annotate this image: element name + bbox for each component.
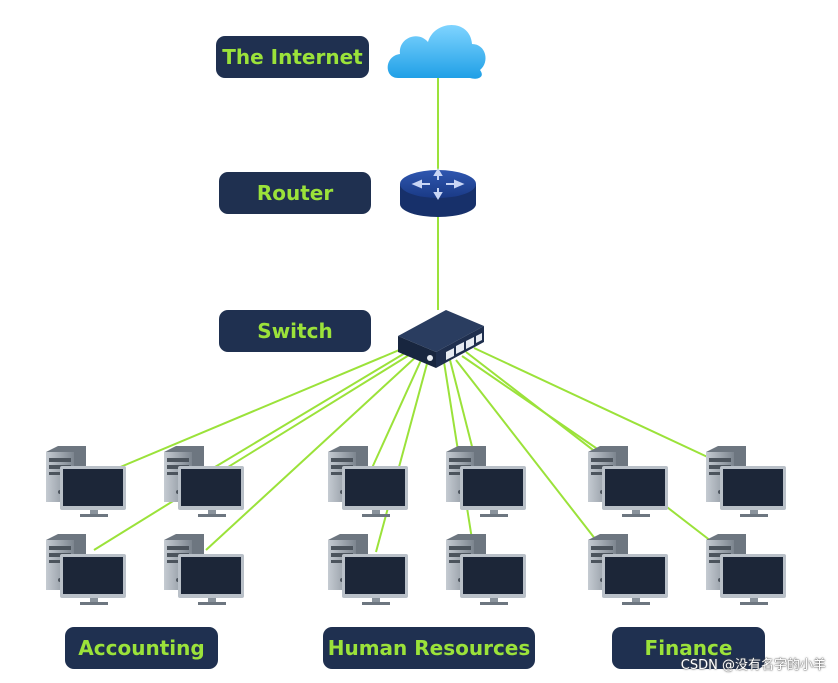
desktop-computer-icon: [588, 534, 668, 605]
link-switch-pc2: [209, 349, 411, 471]
desktop-computer-icon: [588, 446, 668, 517]
department-label-accounting: Accounting: [65, 627, 218, 669]
desktop-computer-icon: [446, 446, 526, 517]
watermark: CSDN @没有名字的小羊: [680, 658, 826, 673]
desktop-computer-icon: [328, 446, 408, 517]
cloud-icon: [387, 25, 486, 79]
link-switch-pc4: [205, 354, 419, 551]
switch-icon: [398, 310, 484, 368]
desktop-computer-icon: [328, 534, 408, 605]
desktop-computer-icon: [46, 446, 126, 517]
desktop-computer-icon: [706, 446, 786, 517]
internet-label: The Internet: [216, 36, 369, 78]
router-label: Router: [219, 172, 371, 214]
desktop-computer-icon: [706, 534, 786, 605]
link-switch-pc3: [93, 351, 415, 551]
link-switch-pc11: [473, 347, 715, 461]
department-label-finance: Finance: [612, 627, 765, 669]
desktop-computer-icon: [46, 534, 126, 605]
desktop-computer-icon: [446, 534, 526, 605]
department-label-human-resources: Human Resources: [323, 627, 535, 669]
link-switch-pc6: [375, 359, 429, 553]
workstations: [46, 446, 786, 605]
link-switch-pc5: [371, 357, 423, 469]
switch-label: Switch: [219, 310, 371, 352]
link-switch-pc1: [117, 347, 405, 469]
router-icon: [400, 168, 476, 217]
desktop-computer-icon: [164, 534, 244, 605]
link-switch-pc10: [455, 359, 597, 541]
